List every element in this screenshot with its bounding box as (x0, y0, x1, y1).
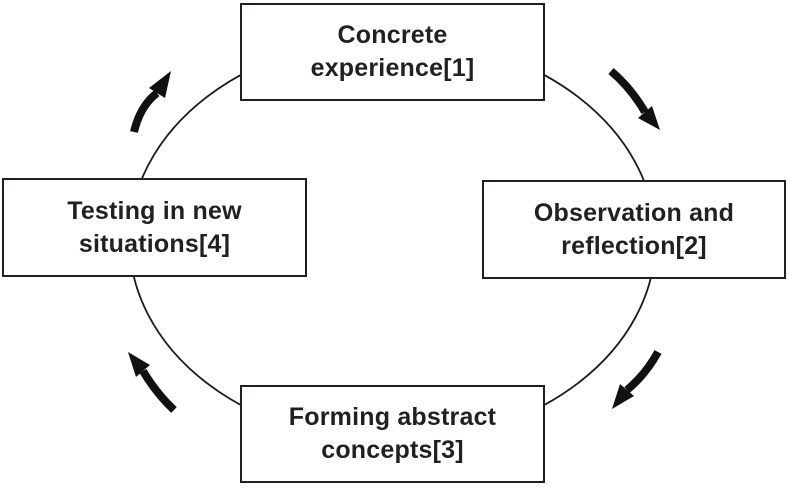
arrow-head (128, 352, 150, 377)
node-testing-in-new-situations: Testing in new situations[4] (2, 178, 307, 277)
node-label-line: experience[1] (310, 54, 475, 82)
node-label-line: concepts[3] (321, 436, 464, 464)
arrow-shaft (608, 67, 649, 115)
node-forming-abstract-concepts: Forming abstract concepts[3] (240, 385, 545, 483)
bottom-right-arrow-icon (612, 350, 662, 409)
node-label-line: reflection[2] (561, 231, 707, 260)
arrow-shaft (624, 350, 662, 394)
top-right-arrow-icon (608, 67, 660, 130)
arrow-head (149, 71, 171, 98)
arrow-shaft (130, 89, 160, 133)
node-label-line: situations[4] (78, 229, 231, 258)
arrow-head (638, 106, 660, 130)
node-observation-and-reflection: Observation and reflection[2] (482, 180, 786, 279)
bottom-left-arrow-icon (128, 352, 177, 413)
node-label-line: Forming abstract (288, 403, 497, 431)
node-label-line: Observation and (533, 198, 735, 227)
node-label-line: Testing in new (67, 196, 242, 225)
node-concrete-experience: Concrete experience[1] (240, 3, 545, 101)
top-left-arrow-icon (130, 71, 171, 133)
arrow-head (612, 384, 634, 409)
arrow-shaft (139, 368, 177, 413)
node-label-line: Concrete (337, 21, 448, 49)
